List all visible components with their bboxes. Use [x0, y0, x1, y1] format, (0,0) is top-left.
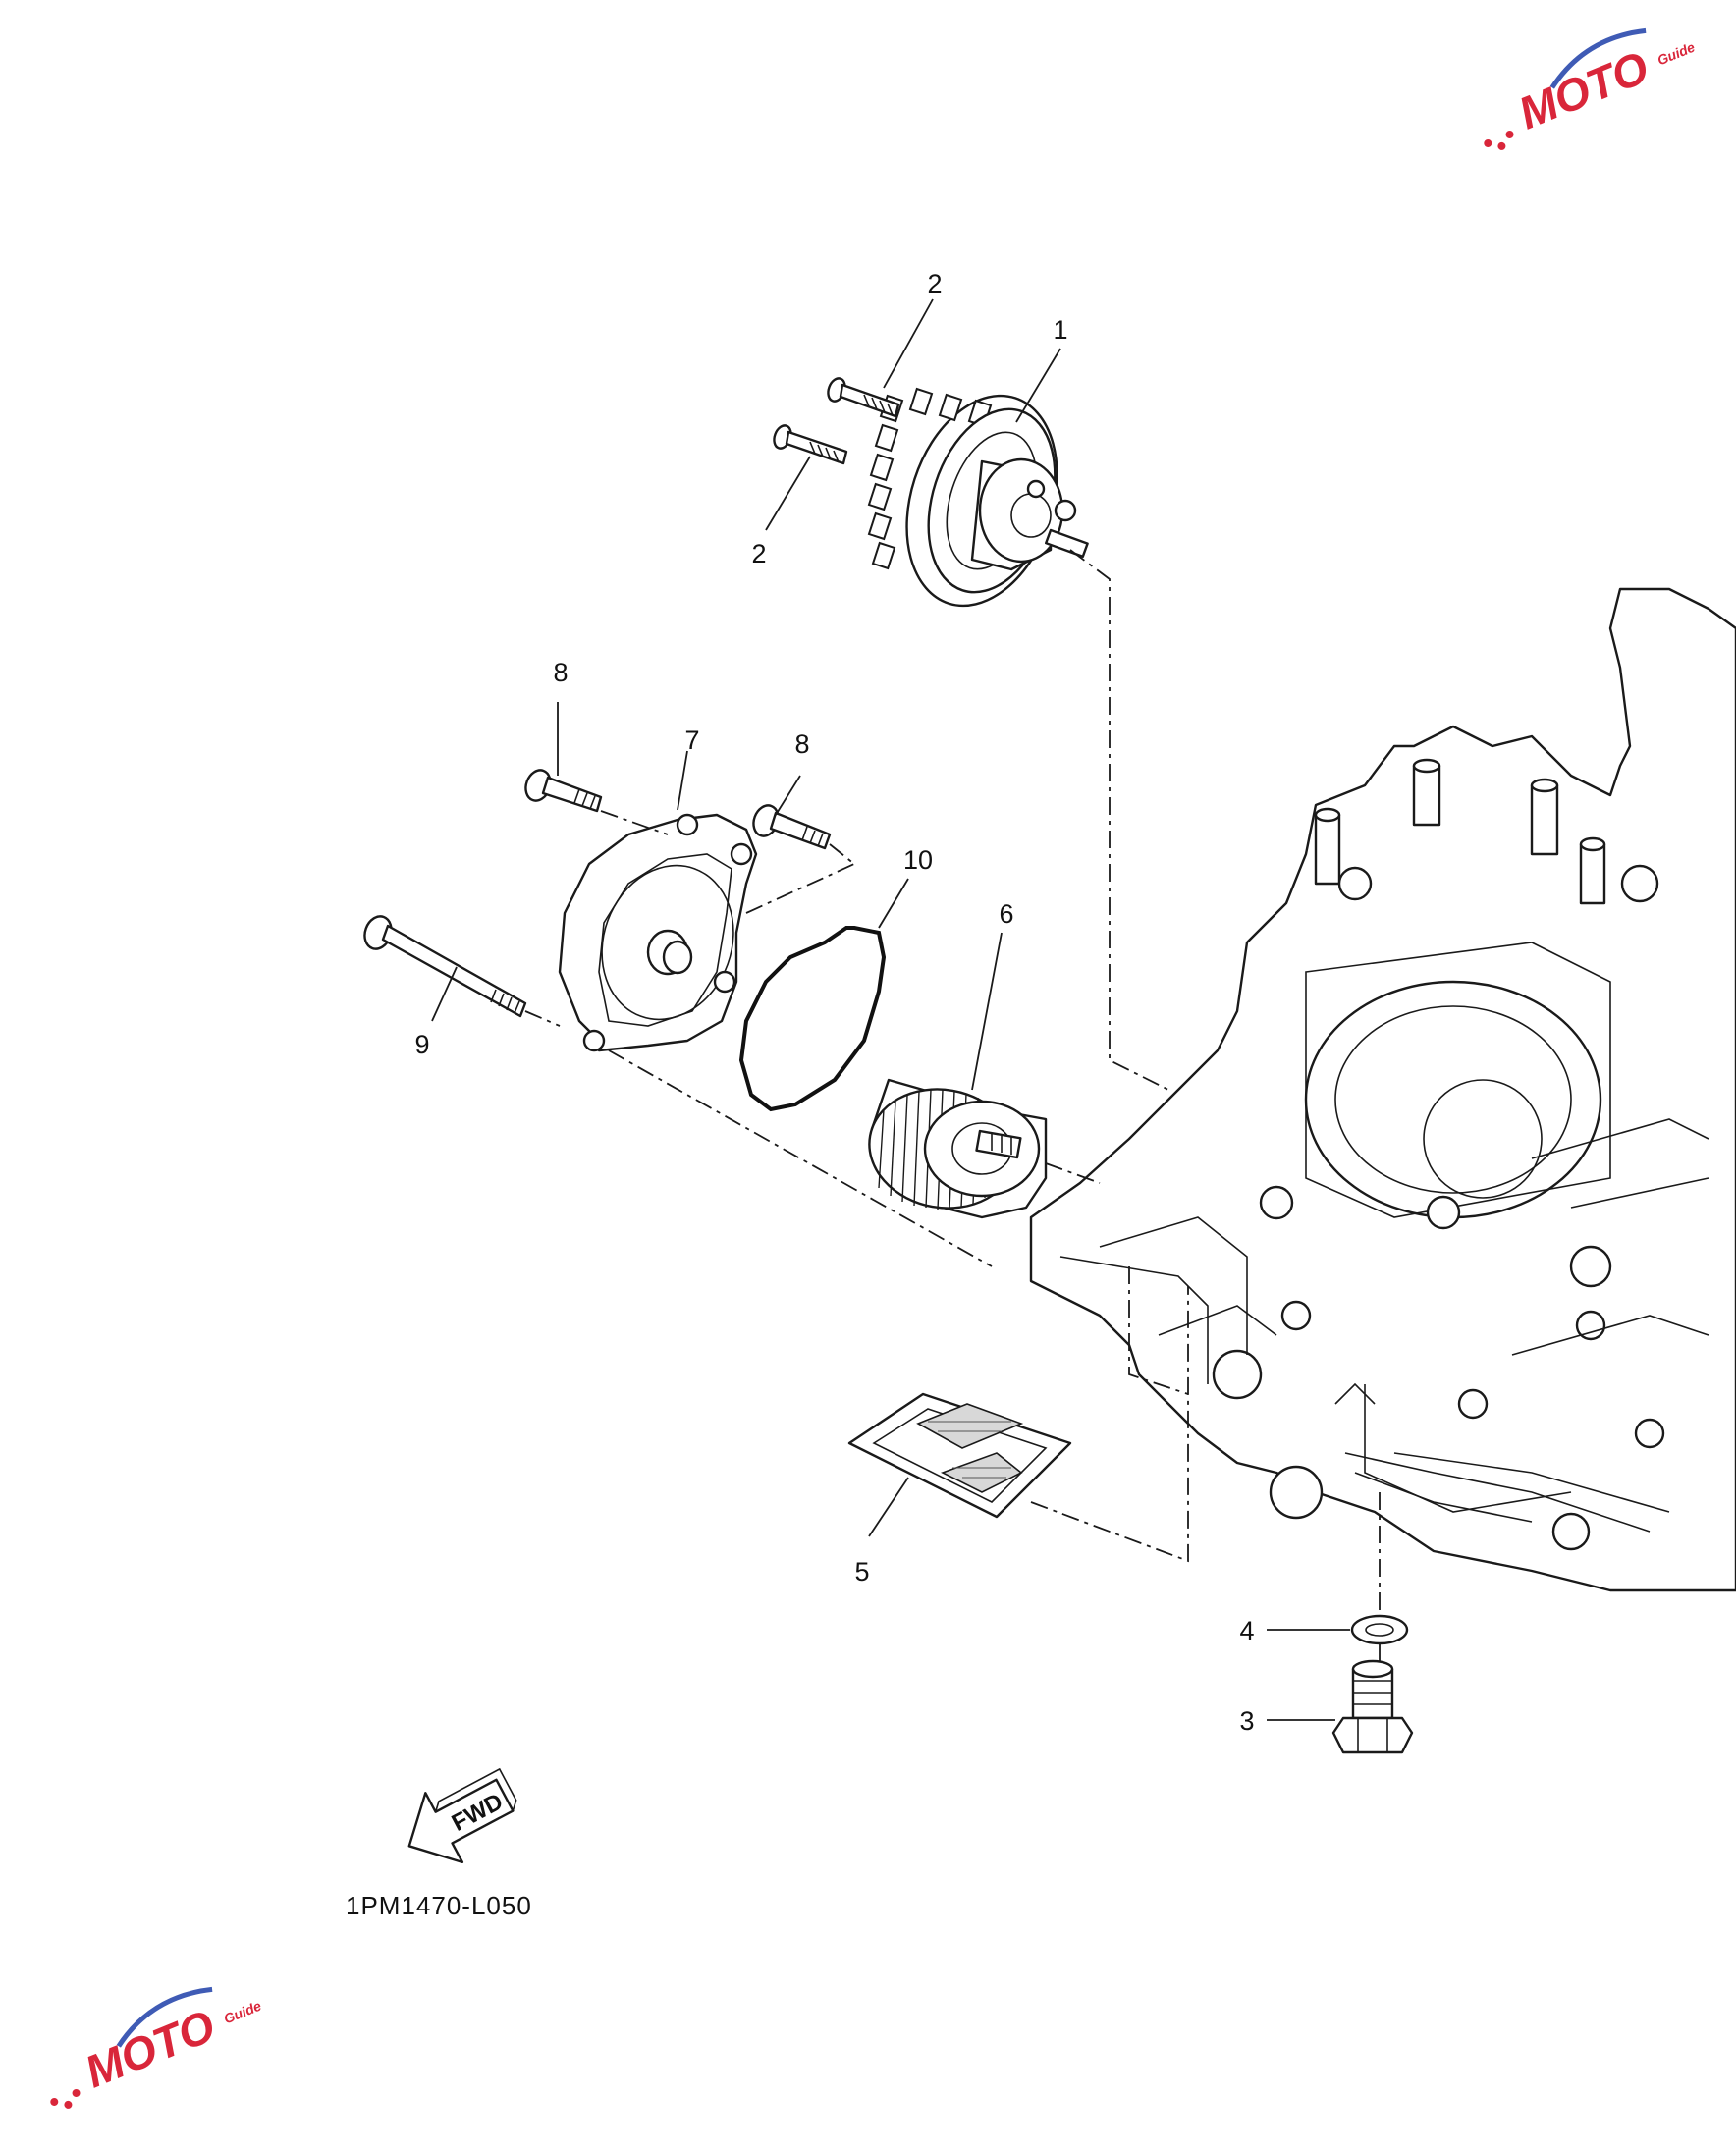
crankcase — [1029, 587, 1736, 1592]
part-8-bolt-left — [524, 769, 603, 813]
part-8-bolt-right — [752, 804, 832, 850]
watermark-tagline: Guide — [1655, 39, 1697, 69]
callout-8-left: 8 — [553, 658, 568, 687]
fwd-arrow-icon: FWD — [407, 1767, 517, 1864]
part-5-strainer — [847, 1392, 1072, 1519]
callout-3: 3 — [1239, 1706, 1254, 1736]
part-6-oil-filter — [868, 1078, 1048, 1219]
assembly-lines — [524, 549, 1381, 1664]
drawing-code: 1PM1470-L050 — [346, 1891, 532, 1920]
callout-labels: 2 1 2 8 7 8 10 6 9 5 4 3 — [414, 269, 1254, 1736]
callout-9: 9 — [414, 1030, 429, 1059]
part-10-o-ring — [738, 926, 887, 1112]
part-4-gasket — [1350, 1614, 1409, 1645]
watermark-tagline-2: Guide — [221, 1998, 263, 2027]
part-2-screw-lower — [773, 424, 848, 465]
part-1-oil-pump — [867, 387, 1089, 608]
part-3-drain-bolt — [1331, 1659, 1414, 1754]
crankcase-studs — [1314, 758, 1606, 905]
callout-7: 7 — [684, 726, 699, 755]
part-7-filter-cover — [558, 813, 758, 1052]
part-9-long-bolt — [363, 915, 527, 1018]
leader-lines — [431, 298, 1350, 1721]
callout-2-bottom: 2 — [751, 539, 766, 568]
callout-5: 5 — [854, 1557, 869, 1587]
callout-10: 10 — [903, 845, 933, 875]
watermark-logo-bottom: MOTO Guide — [50, 1986, 263, 2109]
part-2-screw-upper — [827, 377, 900, 418]
watermark-logo-top: MOTO Guide — [1484, 27, 1697, 150]
callout-1: 1 — [1053, 315, 1067, 345]
callout-6: 6 — [999, 899, 1013, 929]
callout-2-top: 2 — [927, 269, 942, 298]
callout-8-right: 8 — [794, 729, 809, 759]
callout-4: 4 — [1239, 1616, 1254, 1645]
